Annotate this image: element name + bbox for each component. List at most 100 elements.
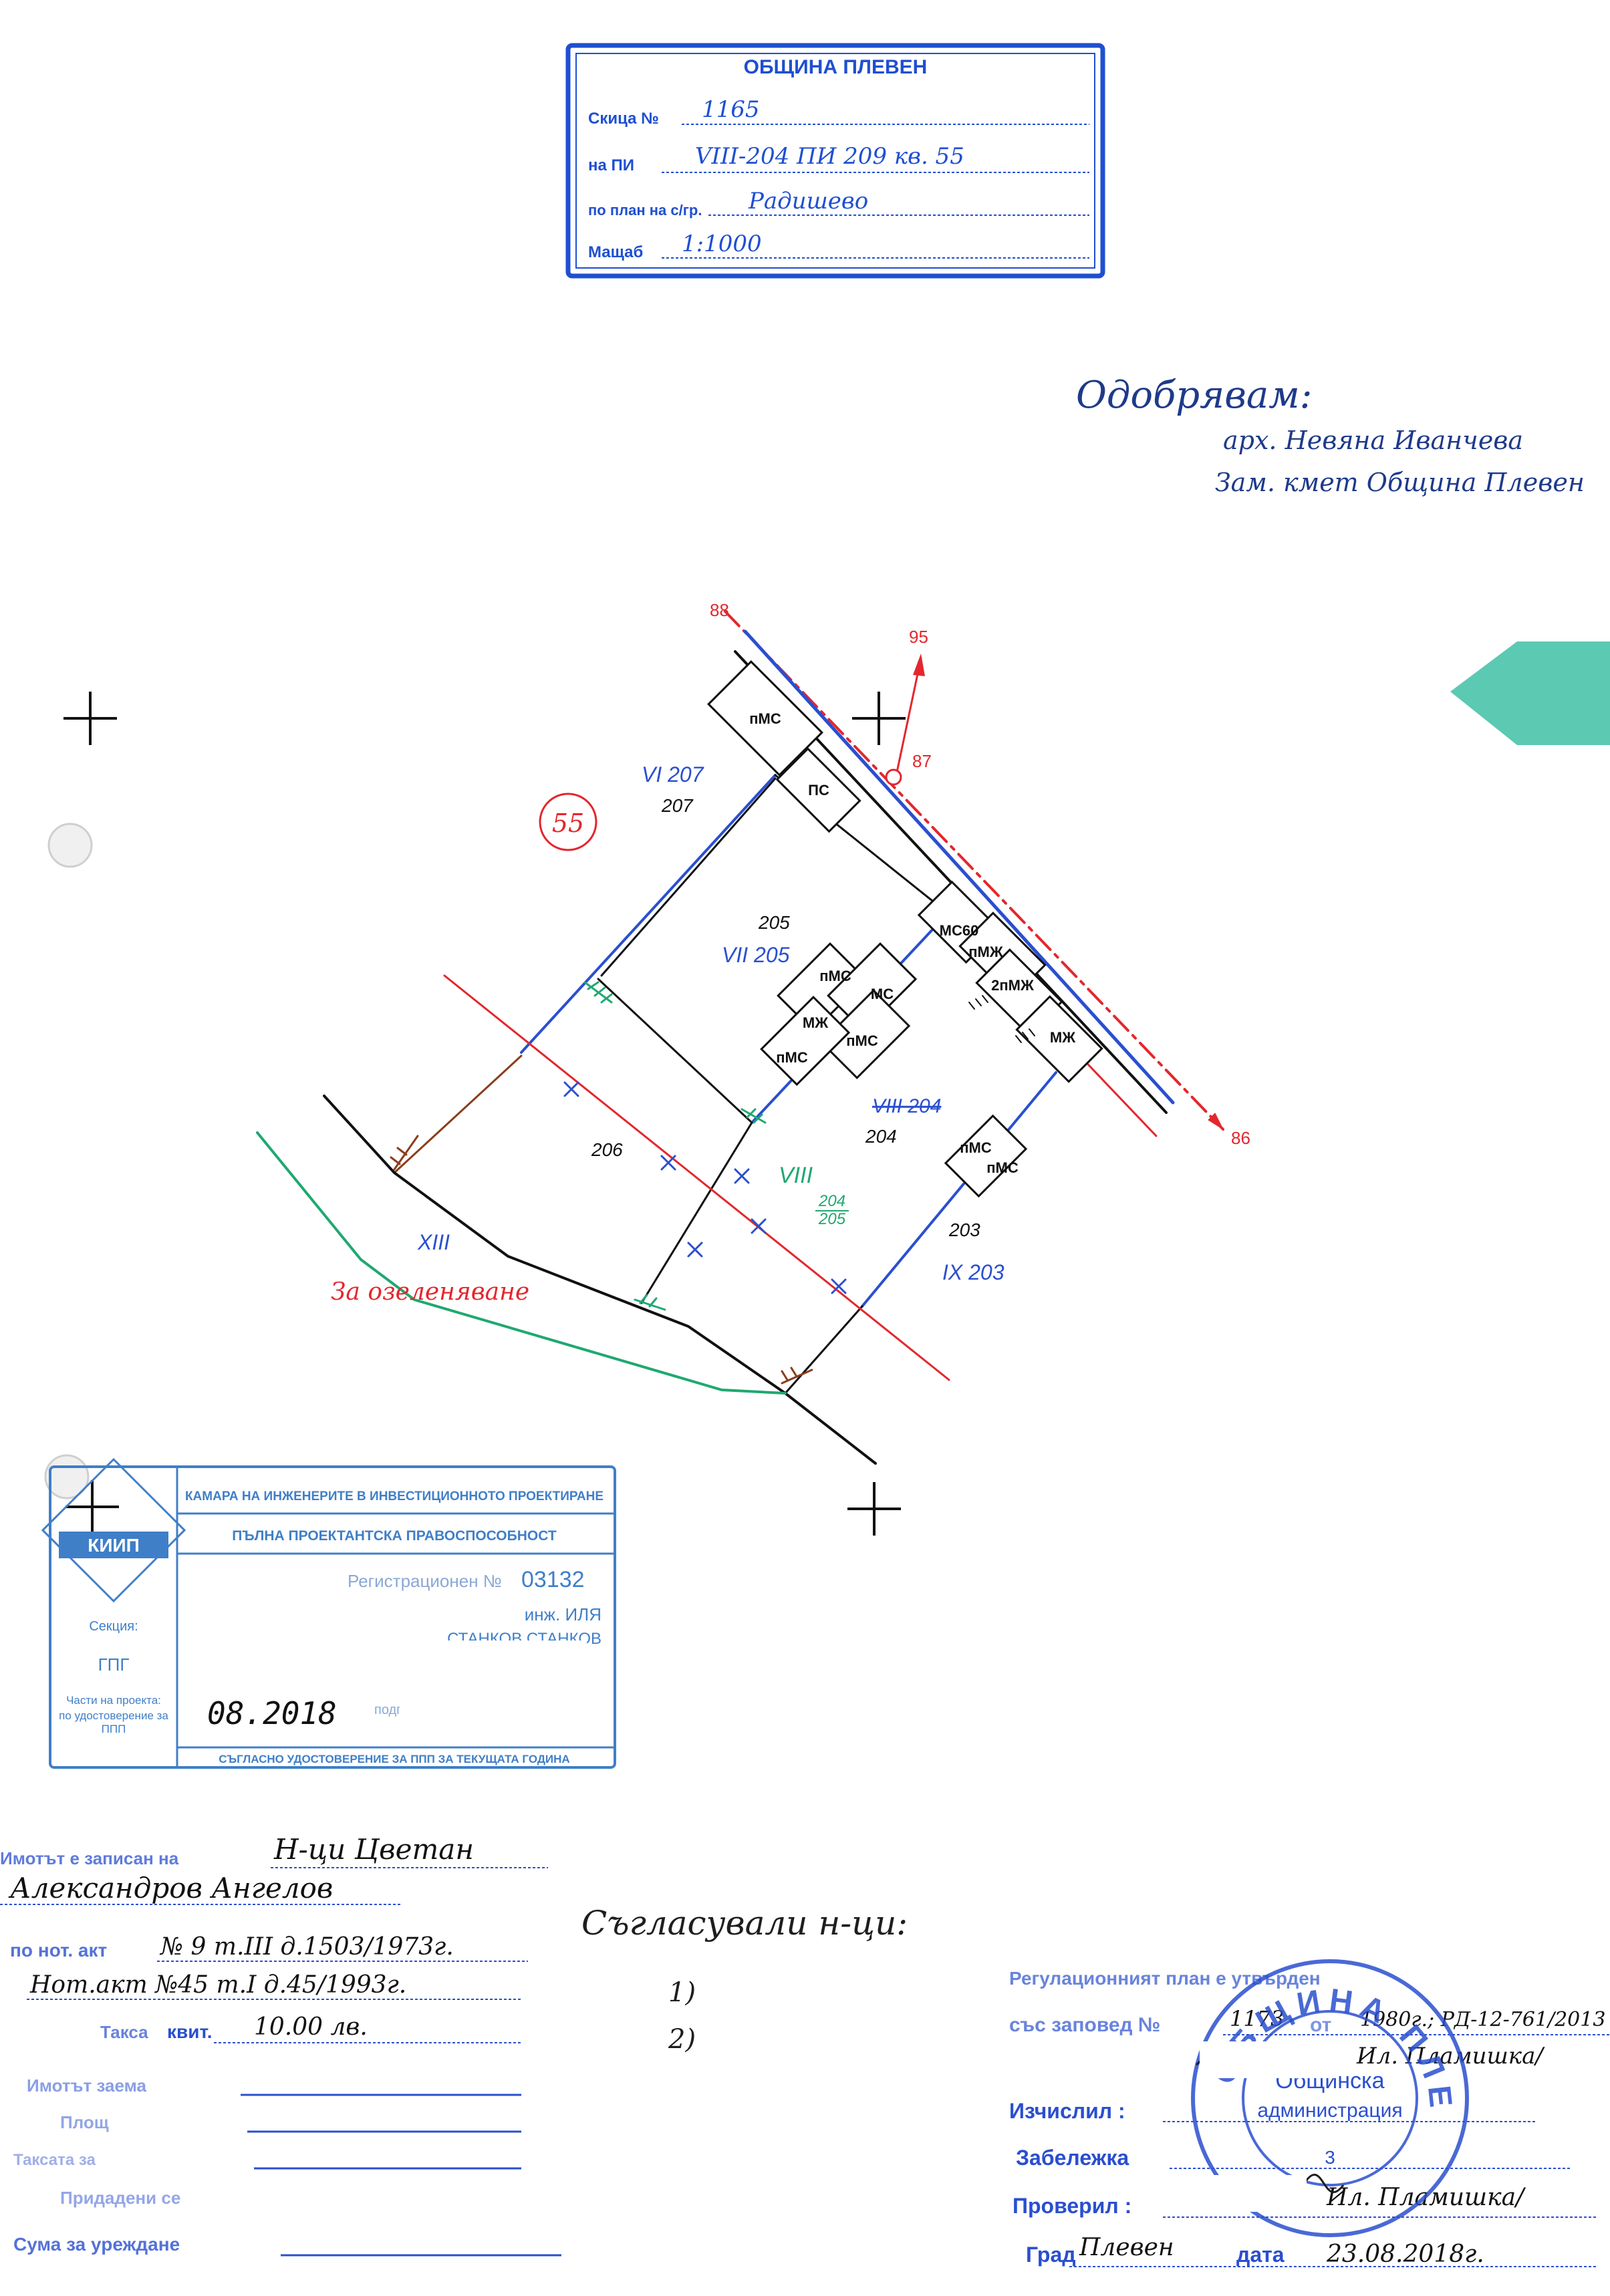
redaction-order	[1200, 2041, 1337, 2078]
approval-block: Одобрявам: арх. Невяна Иванчева Зам. кме…	[1076, 374, 1585, 497]
lot-frac-204: 204	[818, 1192, 845, 1210]
regulation-x-marks	[563, 1081, 847, 1294]
municipality-stamp: ОБЩИНА ПЛЕВЕН Скица № 1165 на ПИ VIII-20…	[565, 43, 1105, 279]
approval-position: Зам. кмет Община Плевен	[1215, 468, 1585, 497]
agreements-item-2: 2)	[668, 2024, 696, 2055]
lot-205: 205	[758, 912, 790, 933]
agreements-block: Съгласували н-ци: 1) 2)	[581, 1904, 908, 2055]
kiip-parts-value: по удостоверение за ППП	[59, 1709, 168, 1735]
point-87-label: 87	[912, 751, 932, 771]
kiip-reg-label: Регистрационен №	[348, 1571, 502, 1591]
reg-line3-value: Ил. Пламишка/	[1356, 2043, 1545, 2069]
reg-line2-value2: 1980г.; РД-12-761/2013	[1360, 2008, 1605, 2031]
building-label-5: 2пМЖ	[991, 977, 1034, 994]
agreements-heading: Съгласували н-ци:	[581, 1904, 908, 1943]
owner-line1-label: Имотът е записан на	[0, 1848, 179, 1868]
cross-bottom-right	[847, 1482, 901, 1536]
lot-viii: VIII	[779, 1163, 813, 1188]
reg-line2-value: 1173	[1230, 2006, 1284, 2031]
kiip-section-value: ГПГ	[98, 1655, 130, 1675]
lot-206: 206	[591, 1139, 623, 1160]
stair-symbols	[968, 995, 1035, 1043]
building-label-8: МС	[871, 986, 894, 1002]
reg-line7-label: Град	[1026, 2243, 1076, 2267]
kiip-logo: КИИП	[41, 1457, 186, 1603]
reg-line7-mid: дата	[1236, 2243, 1285, 2267]
kiip-reg-number: 03132	[521, 1567, 585, 1592]
approval-heading: Одобрявам:	[1076, 374, 1313, 417]
round-stamp-inner-2: администрация	[1257, 2100, 1402, 2122]
stamp-title: ОБЩИНА ПЛЕВЕН	[744, 56, 928, 78]
owner-line5-mid: квит.	[167, 2021, 212, 2042]
boundary-206-west	[393, 1054, 523, 1174]
kiip-title: КАМАРА НА ИНЖЕНЕРИТЕ В ИНВЕСТИЦИОННОТО П…	[185, 1489, 603, 1503]
reg-line5-label: Забележка	[1016, 2146, 1129, 2170]
block-number: 55	[552, 809, 584, 838]
punch-hole-top	[47, 823, 93, 868]
redaction-engineer-signature	[400, 1640, 587, 1721]
axis-arrow-95	[913, 654, 925, 676]
point-88-label: 88	[710, 600, 729, 620]
plan-labels: 88 95 87 86 55 VI 207 207 205 VII 205 VI…	[331, 600, 1250, 1306]
owner-line4-value: Нот.акт №45 т.I д.45/1993г.	[29, 1971, 406, 1999]
boundary-lower-203	[784, 1305, 863, 1395]
boundary-205-206	[597, 978, 753, 1124]
point-87-marker	[885, 768, 902, 786]
reg-line1: Регулационният план е утвърден	[1009, 1968, 1321, 1989]
owner-line5-label: Такса	[100, 2022, 148, 2042]
reg-line6-label: Проверил :	[1013, 2194, 1131, 2218]
approval-name: арх. Невяна Иванчева	[1223, 426, 1523, 455]
cross-bottom-left	[65, 1480, 119, 1534]
kiip-subtitle: ПЪЛНА ПРОЕКТАНТСКА ПРАВОСПОСОБНОСТ	[232, 1528, 557, 1544]
lot-203: 203	[948, 1219, 980, 1240]
reg-line7-value: Плевен	[1079, 2234, 1174, 2261]
owner-line3-value: № 9 т.III д.1503/1973г.	[159, 1933, 454, 1961]
stamp-row-2-label: на ПИ	[588, 156, 634, 174]
regulation-red-line	[443, 974, 950, 1381]
lot-vi-207: VI 207	[642, 762, 704, 786]
building-label-11: пМС	[776, 1049, 808, 1066]
reg-line4-label: Изчислил :	[1009, 2099, 1125, 2123]
reg-line2-label: със заповед №	[1009, 2014, 1160, 2036]
kiip-footer: СЪГЛАСНО УДОСТОВЕРЕНИЕ ЗА ППП ЗА ТЕКУЩАТ…	[219, 1753, 569, 1765]
registration-crosses	[63, 692, 906, 1536]
axis-arrow-86	[1208, 1113, 1224, 1131]
building-label-4: пМЖ	[968, 944, 1003, 960]
building-label-2: ПС	[808, 782, 829, 799]
stamp-row-1-label: Скица №	[588, 110, 659, 128]
lot-viii-204: VIII 204	[872, 1095, 941, 1117]
lot-vii-205: VII 205	[722, 943, 790, 967]
kiip-parts-label: Части на проекта:	[66, 1694, 161, 1707]
boundary-nw-black-upper	[600, 777, 777, 977]
owner-line7-label: Площ	[60, 2112, 109, 2132]
stamp-row-2-value: VIII-204 ПИ 209 кв. 55	[695, 143, 964, 170]
kiip-section-label: Секция:	[89, 1619, 138, 1634]
lot-ix-203: IX 203	[942, 1260, 1004, 1284]
owner-line9-label: Придадени се	[60, 2188, 180, 2208]
engineer-stamp: КАМАРА НА ИНЖЕНЕРИТЕ В ИНВЕСТИЦИОННОТО П…	[41, 1457, 616, 1769]
lot-204: 204	[865, 1126, 897, 1147]
round-stamp-outer: ОБЩИНА ПЛЕВЕН	[0, 0, 1452, 2116]
reg-line2-mid: от	[1310, 2014, 1331, 2036]
reg-line7-date: 23.08.2018г.	[1326, 2241, 1484, 2268]
agreements-item-1: 1)	[668, 1977, 696, 2008]
building-label-7: пМС	[819, 968, 851, 984]
building-label-6: МЖ	[1050, 1029, 1075, 1046]
street-axis-line	[724, 610, 1224, 1131]
buildings	[707, 660, 1103, 1198]
cross-top-left	[63, 692, 117, 745]
kiip-date: 08.2018	[207, 1695, 337, 1731]
boundary-204-203-blue	[861, 1071, 1057, 1308]
boundary-south-black	[323, 1095, 877, 1465]
lot-207: 207	[661, 795, 694, 816]
stamp-row-3-value: Радишево	[748, 188, 868, 214]
owner-block: Имотът е записан на Н-ци Цветан Александ…	[0, 1833, 561, 2257]
street-edge-blue	[743, 629, 1175, 1105]
building-label-9: МЖ	[803, 1014, 828, 1031]
boundary-nw-blue	[520, 774, 777, 1054]
stamp-row-3-label: по план на с/гр.	[588, 202, 702, 219]
kiip-engineer-line1: инж. ИЛЯ	[525, 1604, 601, 1624]
stamp-row-4-label: Мащаб	[588, 243, 643, 261]
regulation-block: Регулационният план е утвърден със запов…	[1009, 1968, 1610, 2268]
redaction-approval	[1327, 257, 1597, 414]
